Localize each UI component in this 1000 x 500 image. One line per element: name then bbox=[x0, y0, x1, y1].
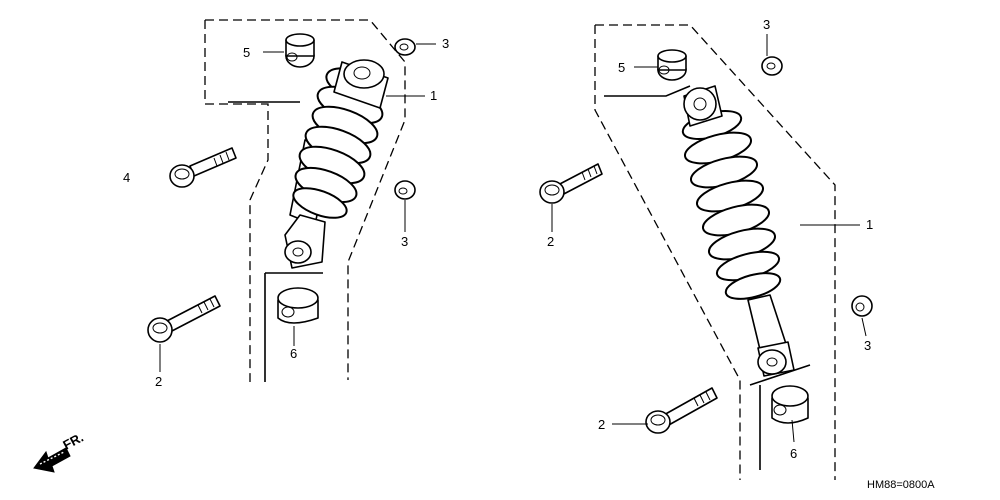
callout-label: 3 bbox=[442, 36, 449, 51]
callout-label: 1 bbox=[430, 88, 437, 103]
callout-label: 6 bbox=[290, 346, 297, 361]
callout-label: 3 bbox=[763, 17, 770, 32]
callout-label: 5 bbox=[618, 60, 625, 75]
callout-label: 3 bbox=[864, 338, 871, 353]
flange-nut-icon bbox=[394, 180, 416, 200]
leader-line bbox=[791, 419, 795, 443]
shock-absorber-icon bbox=[284, 59, 389, 269]
bushing-icon bbox=[771, 385, 809, 424]
shock-absorber-icon bbox=[681, 85, 795, 377]
flange-bolt-icon bbox=[147, 295, 221, 343]
right-upper-bracket bbox=[604, 85, 691, 97]
flange-bolt-icon bbox=[169, 147, 237, 188]
flange-nut-icon bbox=[851, 295, 873, 317]
bushing-icon bbox=[657, 49, 687, 81]
callout-label: 6 bbox=[790, 446, 797, 461]
front-direction-arrow-icon bbox=[33, 447, 71, 473]
left-lower-bracket bbox=[264, 272, 323, 382]
left-group-outline bbox=[204, 19, 406, 382]
flange-bolt-icon bbox=[539, 163, 603, 204]
flange-nut-icon bbox=[761, 56, 783, 76]
callout-label: 2 bbox=[598, 417, 605, 432]
flange-bolt-icon bbox=[645, 387, 718, 434]
right-lower-bracket bbox=[749, 364, 811, 470]
leader-line bbox=[861, 317, 867, 337]
callout-label: 3 bbox=[401, 234, 408, 249]
bushing-icon bbox=[277, 287, 319, 324]
callout-label: 1 bbox=[866, 217, 873, 232]
callout-label: 2 bbox=[155, 374, 162, 389]
callout-label: 4 bbox=[123, 170, 130, 185]
drawing-code: HM88=0800A bbox=[867, 479, 935, 491]
bushing-icon bbox=[285, 33, 315, 68]
callout-label: 2 bbox=[547, 234, 554, 249]
flange-nut-icon bbox=[394, 38, 416, 56]
right-group-outline bbox=[594, 24, 836, 480]
callout-label: 5 bbox=[243, 45, 250, 60]
